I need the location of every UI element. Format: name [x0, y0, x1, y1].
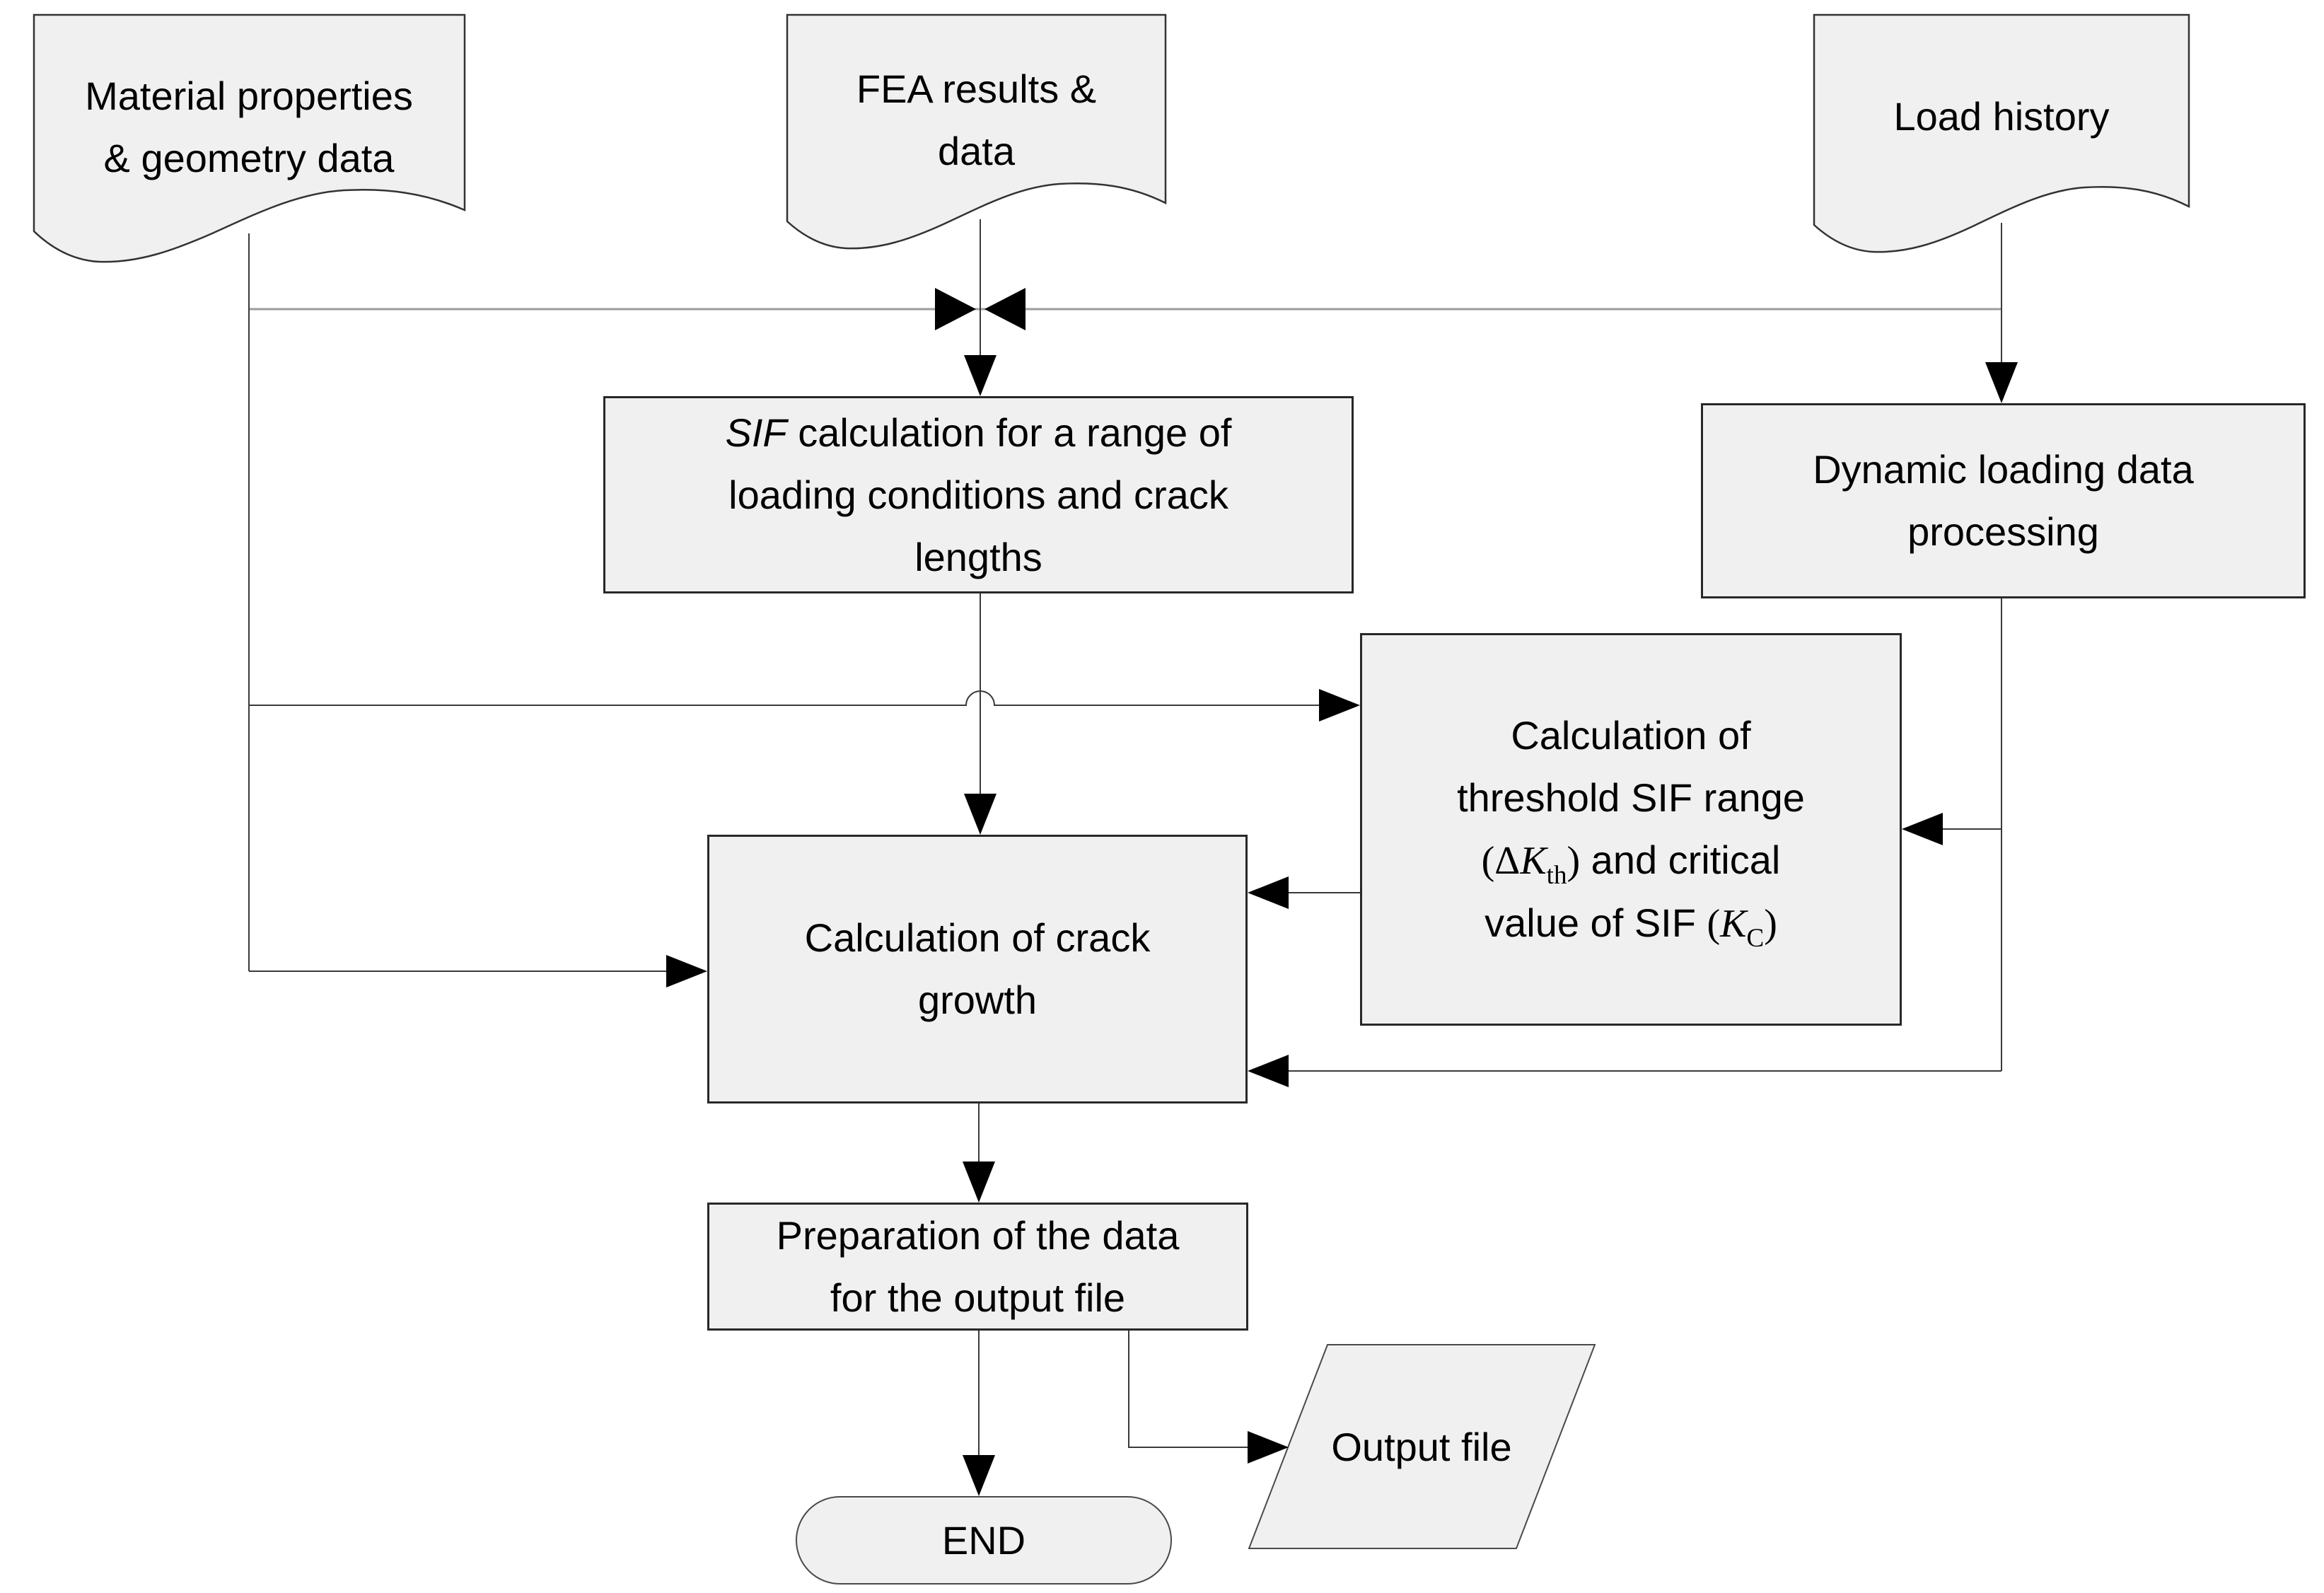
- arrow-into-crack-right-upper-icon: [1248, 876, 1289, 909]
- arrow-into-crack-top-icon: [964, 794, 997, 835]
- math-close: ): [1567, 838, 1581, 883]
- label-line: END: [941, 1517, 1026, 1563]
- dynamic-processing-label: Dynamic loading data processing: [1701, 403, 2306, 598]
- arrow-into-threshold-left-icon: [1319, 689, 1360, 722]
- end-terminator: [796, 1496, 1172, 1585]
- math-k-subscript: th: [1546, 860, 1567, 890]
- arrow-into-crack-left-icon: [666, 955, 707, 987]
- label-line: Dynamic loading data: [1813, 447, 2194, 492]
- arrow-into-threshold-right-icon: [1902, 813, 1943, 845]
- sif-calc-label: SIF calculation for a range of loading c…: [603, 396, 1354, 593]
- sif-italic: SIF: [725, 410, 787, 455]
- arrow-into-end-icon: [963, 1455, 995, 1496]
- arrow-into-dynamic-icon: [1985, 362, 2018, 403]
- material-doc-label: Material properties & geometry data: [33, 14, 465, 241]
- math-open: (Δ: [1481, 838, 1521, 883]
- math-k-symbol: K: [1520, 838, 1547, 883]
- label-line: FEA results &: [856, 66, 1097, 111]
- crack-growth-label: Calculation of crack growth: [707, 835, 1248, 1103]
- prep-output-label: Preparation of the data for the output f…: [707, 1203, 1248, 1331]
- label-line: Output file: [1331, 1425, 1512, 1469]
- label-line: Load history: [1893, 94, 2110, 139]
- threshold-calc-label: Calculation of threshold SIF range (ΔKth…: [1360, 633, 1902, 1026]
- crack-growth-box: [707, 835, 1248, 1103]
- arrow-merge-left-icon: [935, 288, 976, 330]
- arrow-merge-right-icon: [984, 288, 1026, 330]
- label-line: loading conditions and crack: [728, 472, 1228, 517]
- arrow-into-sif-icon: [964, 355, 997, 396]
- load-doc-shape: [1813, 13, 2190, 253]
- sif-calc-box: [603, 396, 1354, 593]
- math-open: (: [1707, 901, 1721, 946]
- math-close: ): [1764, 901, 1777, 946]
- label-line: threshold SIF range: [1457, 775, 1805, 820]
- arrow-into-crack-right-lower-icon: [1248, 1055, 1289, 1087]
- label-line: SIF calculation for a range of: [726, 402, 1232, 464]
- material-doc-shape: [33, 13, 466, 263]
- label-line: (ΔKth) and critical: [1482, 829, 1781, 892]
- label-line: & geometry data: [103, 136, 395, 180]
- label-line: value of SIF (KC): [1485, 892, 1777, 955]
- load-doc-label: Load history: [1814, 14, 2189, 219]
- label-line: data: [938, 129, 1015, 173]
- end-label: END: [796, 1496, 1172, 1585]
- label-line: Calculation of crack: [804, 915, 1151, 960]
- output-file-label: Output file: [1294, 1415, 1549, 1480]
- arrow-into-output-icon: [1248, 1431, 1289, 1464]
- dynamic-processing-box: [1701, 403, 2306, 598]
- fea-doc-shape: [786, 13, 1167, 250]
- label-line: Material properties: [85, 74, 413, 118]
- fea-doc-label: FEA results & data: [787, 14, 1166, 226]
- label-line: growth: [917, 978, 1038, 1022]
- edge-prep-to-output: [1128, 1331, 1279, 1448]
- label-line: processing: [1907, 509, 2099, 554]
- math-k-symbol: K: [1720, 901, 1747, 946]
- label-text: value of SIF: [1485, 900, 1707, 945]
- label-line: Preparation of the data: [776, 1212, 1180, 1258]
- label-text: and critical: [1580, 837, 1781, 882]
- label-line: Calculation of: [1511, 712, 1751, 758]
- threshold-calc-box: [1360, 633, 1902, 1026]
- output-file-shape: [1248, 1344, 1596, 1549]
- arrow-into-prep-icon: [963, 1162, 995, 1203]
- label-text: calculation for a range of: [786, 410, 1232, 455]
- label-line: for the output file: [830, 1275, 1126, 1320]
- math-k-subscript: C: [1746, 923, 1765, 953]
- prep-output-box: [707, 1203, 1248, 1331]
- edge-material-to-threshold: [249, 690, 1349, 706]
- label-line: lengths: [914, 534, 1042, 579]
